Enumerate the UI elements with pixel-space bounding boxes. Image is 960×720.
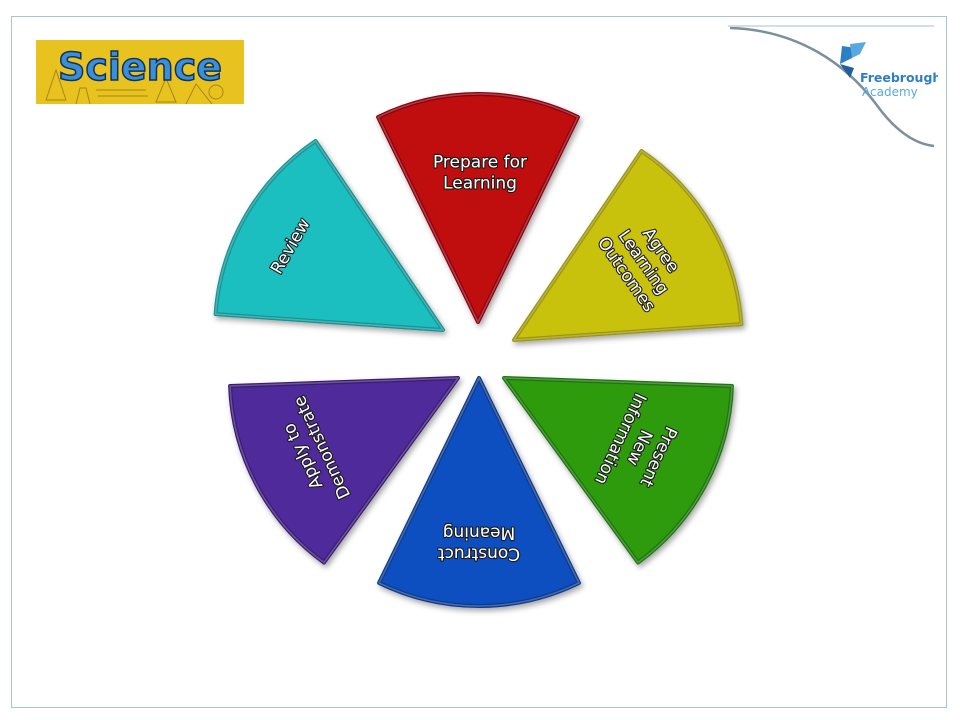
segment-prepare-highlight bbox=[377, 93, 579, 324]
segment-agree: AgreeLearningOutcomes bbox=[512, 149, 744, 342]
academy-logo: Freebrough Academy bbox=[728, 25, 938, 148]
slide-frame bbox=[11, 16, 947, 708]
science-logo: Science bbox=[36, 40, 244, 104]
segment-prepare-label-line: Prepare for bbox=[433, 153, 527, 173]
segment-apply-highlight bbox=[229, 377, 460, 564]
segment-apply-wedge bbox=[228, 376, 460, 565]
segment-construct-label-line: Construct bbox=[437, 544, 520, 564]
segment-construct-label: ConstructMeaning bbox=[437, 523, 520, 564]
segment-prepare-label-line: Learning bbox=[443, 174, 517, 194]
segment-present-highlight bbox=[502, 377, 733, 564]
segment-present-wedge bbox=[502, 376, 734, 565]
bird-icon bbox=[840, 42, 866, 78]
segment-agree-highlight bbox=[512, 149, 743, 341]
segment-review-highlight bbox=[214, 139, 445, 331]
science-logo-text: Science bbox=[58, 45, 222, 89]
segment-construct: ConstructMeaning bbox=[377, 376, 581, 608]
academy-name-line1: Freebrough bbox=[860, 70, 938, 85]
segment-apply: Apply toDemonstrate bbox=[228, 376, 460, 565]
segment-prepare-wedge bbox=[376, 92, 580, 324]
segment-present: PresentNewInformation bbox=[502, 376, 734, 565]
segment-construct-wedge bbox=[377, 376, 581, 608]
segment-construct-highlight bbox=[378, 376, 580, 607]
segment-review: Review bbox=[213, 139, 445, 332]
segment-construct-label-line: Meaning bbox=[443, 523, 516, 543]
academy-name-line2: Academy bbox=[862, 85, 918, 99]
segment-agree-wedge bbox=[512, 149, 744, 342]
segment-review-wedge bbox=[213, 139, 445, 332]
